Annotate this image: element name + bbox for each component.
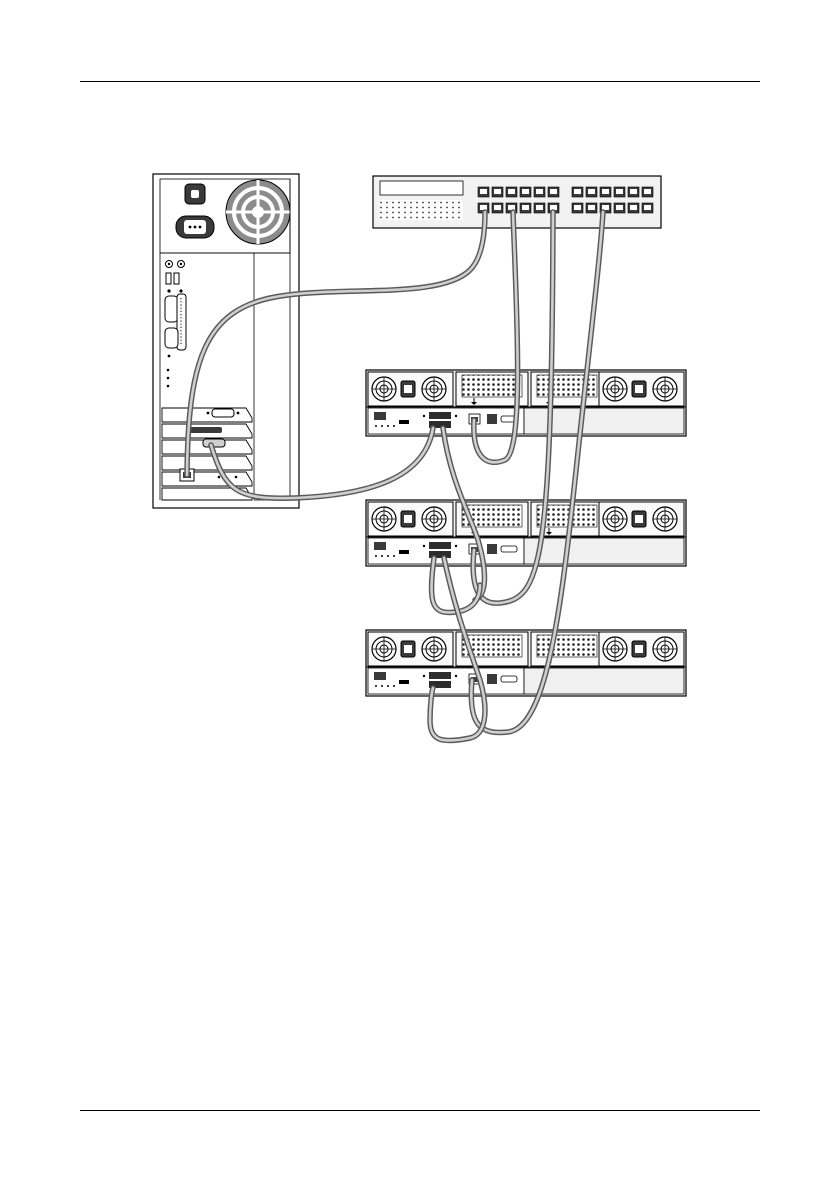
switch-port-opening: [494, 189, 501, 194]
fan-grill-icon: [226, 180, 290, 244]
switch-port-opening: [536, 205, 543, 210]
storage-enclosure-3: [366, 630, 686, 696]
switch-port-opening: [602, 189, 609, 194]
switch-port-opening: [550, 205, 557, 210]
switch-port-opening: [480, 189, 487, 194]
switch-port-opening: [630, 205, 637, 210]
switch-port-opening: [574, 205, 581, 210]
switch-port-opening: [522, 205, 529, 210]
switch-port-opening: [588, 189, 595, 194]
switch-port-opening: [630, 189, 637, 194]
footer-rule: [80, 1110, 760, 1111]
switch-port-opening: [588, 205, 595, 210]
switch-port-opening: [508, 189, 515, 194]
network-switch: [373, 176, 661, 228]
switch-port-opening: [616, 205, 623, 210]
switch-port-opening: [536, 189, 543, 194]
storage-enclosure-1: [366, 370, 686, 436]
switch-port-opening: [574, 189, 581, 194]
switch-port-opening: [508, 205, 515, 210]
switch-port-opening: [602, 205, 609, 210]
host-computer: [153, 174, 299, 508]
switch-port-opening: [644, 205, 651, 210]
switch-port-opening: [494, 205, 501, 210]
switch-port-opening: [644, 189, 651, 194]
switch-port-opening: [522, 189, 529, 194]
storage-enclosure-2: [366, 500, 686, 566]
switch-port-opening: [550, 189, 557, 194]
switch-port-opening: [480, 205, 487, 210]
switch-port-opening: [616, 189, 623, 194]
